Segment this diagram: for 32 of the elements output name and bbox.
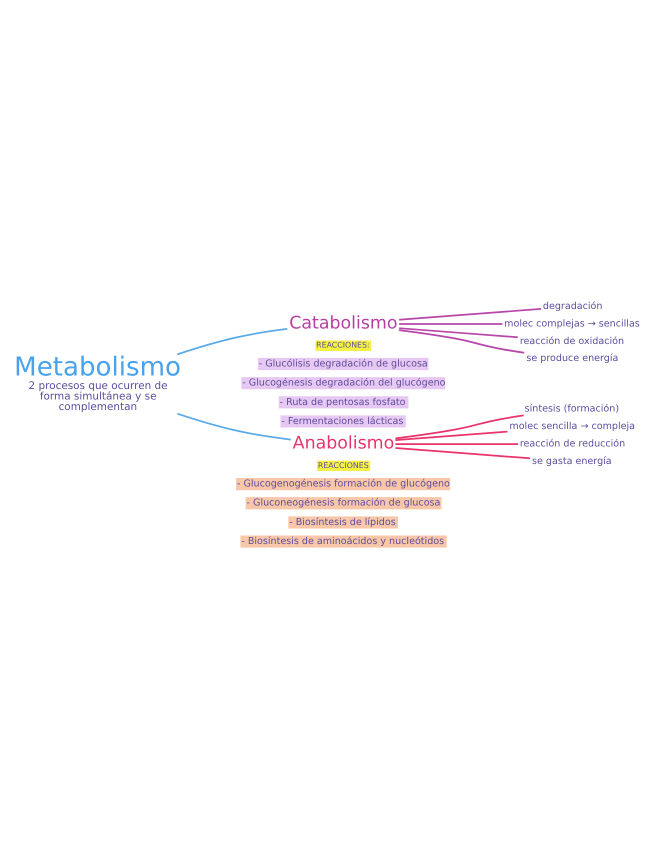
connector	[177, 328, 288, 355]
node-text: degradación	[542, 300, 602, 312]
label: REACCIONES	[318, 460, 369, 470]
connector	[395, 414, 524, 439]
connector	[399, 322, 502, 324]
label: - Fermentaciones lácticas	[281, 415, 404, 426]
connector	[398, 328, 524, 354]
node-text: Catabolismo	[289, 312, 398, 333]
connector	[399, 326, 518, 338]
connector	[395, 430, 508, 441]
label: - Glucólisis degradación de glucosa	[258, 358, 428, 369]
node-text: síntesis (formación)	[524, 403, 620, 414]
label: - Glucogénesis degradación del glucógeno	[242, 377, 446, 388]
node-text: Anabolismo	[292, 432, 394, 453]
node-text: se gasta energía	[532, 455, 612, 466]
node-text: Metabolismo	[14, 352, 181, 382]
label: - Gluconeogénesis formación de glucosa	[246, 497, 440, 508]
connector	[399, 308, 542, 320]
label: - Ruta de pentosas fosfato	[280, 396, 406, 408]
label: - Glucogenogénesis formación de glucógeno	[236, 478, 450, 490]
node-text: molec complejas → sencillas	[504, 318, 640, 329]
node-text: se produce energía	[526, 352, 618, 364]
node-text: molec sencilla → compleja	[509, 420, 636, 432]
label: REACCIONES:	[316, 340, 370, 350]
connector	[395, 442, 518, 444]
node-text: reacción de oxidación	[520, 335, 624, 346]
label: - Biosíntesis de lípidos	[289, 516, 396, 528]
node-label: 2 procesos que ocurren de forma simultánea y se complementan	[28, 379, 168, 412]
connector	[177, 412, 291, 440]
label: - Biosíntesis de aminoácidos y nucleótidos	[241, 535, 444, 546]
node-text: reacción de reducción	[520, 438, 626, 450]
connector	[395, 446, 530, 459]
